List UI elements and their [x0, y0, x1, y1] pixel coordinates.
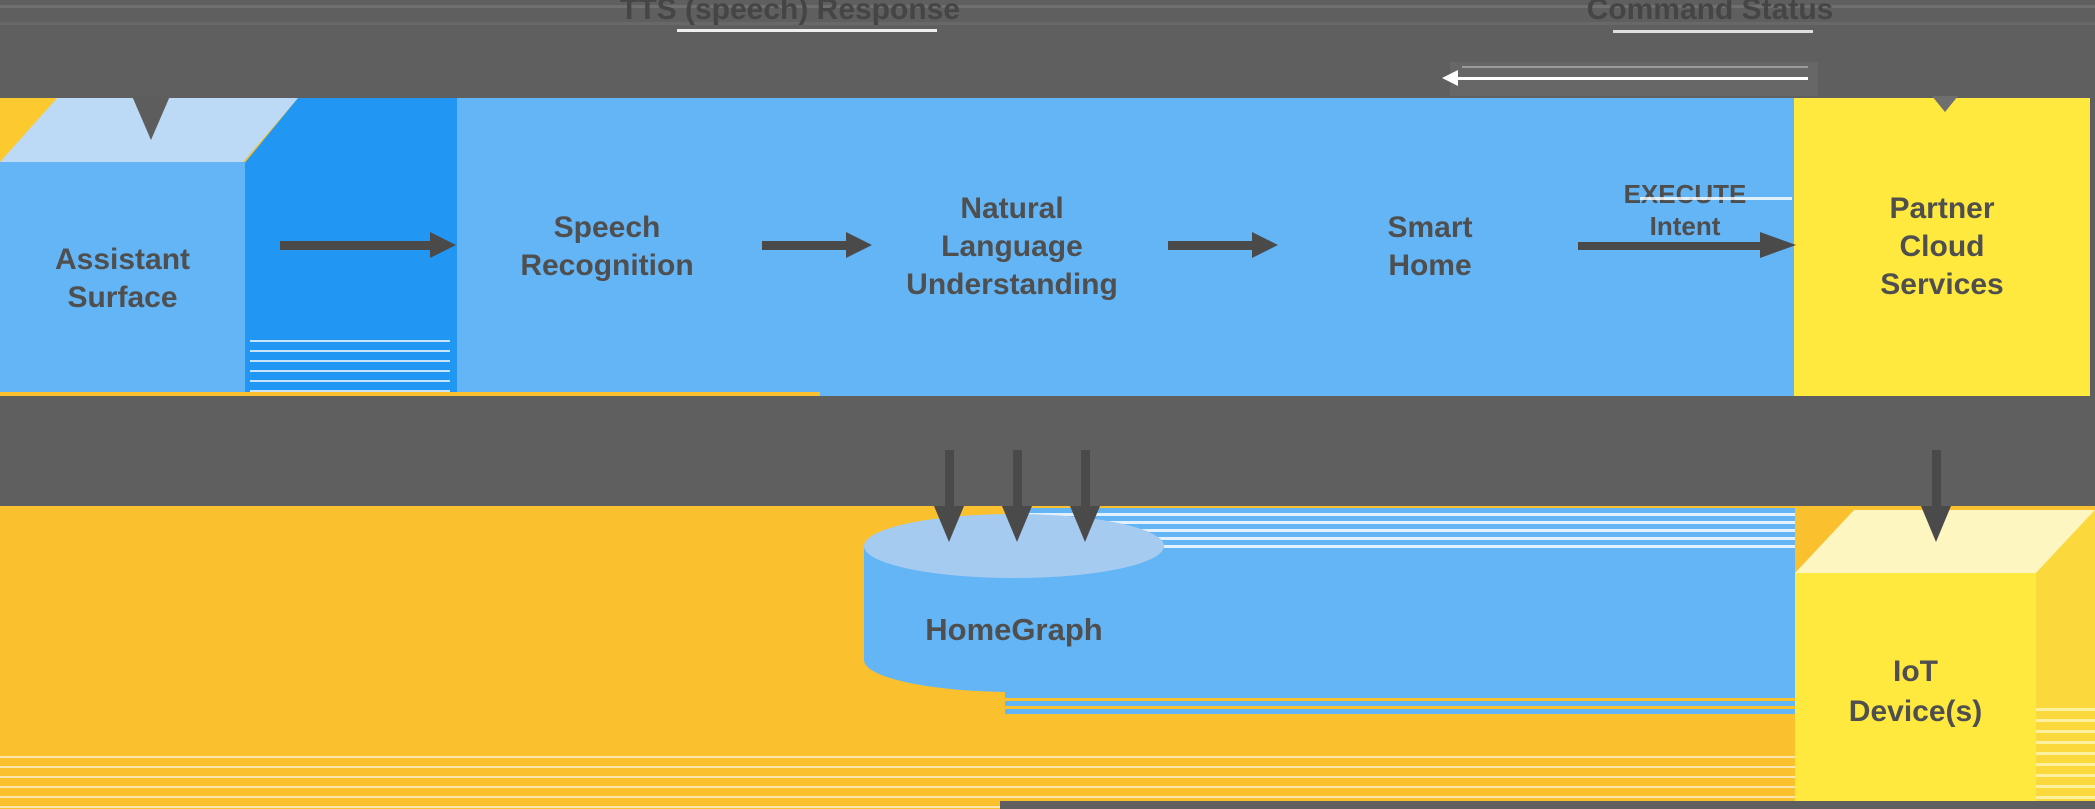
top-gray-band — [0, 0, 2095, 98]
bottom-gray-strip — [1000, 801, 2095, 809]
write-arrow-to-homegraph — [1013, 450, 1022, 508]
down-arrow-icon — [934, 506, 964, 542]
animation-stripes-artifact — [250, 332, 450, 392]
iot-devices-label: IoT Device(s) — [1848, 655, 1983, 728]
down-arrow-icon — [132, 96, 170, 140]
tts-label-underline — [677, 29, 937, 32]
return-flow-line — [1458, 77, 1808, 80]
flow-arrow-assistant-to-speech — [280, 241, 430, 250]
execute-label-artifact-line — [1640, 197, 1792, 200]
flow-arrow-speech-to-nlu — [762, 241, 846, 250]
flow-arrow-smarthome-to-partner — [1578, 242, 1760, 250]
smart-home-label: Smart Home — [1387, 211, 1473, 282]
write-arrow-to-homegraph — [1081, 450, 1090, 508]
assistant-surface-label: Assistant Surface — [54, 243, 191, 314]
execute-intent-label: EXECUTE Intent — [1623, 179, 1747, 241]
tts-speech-response-label: TTS (speech) Response — [619, 0, 961, 26]
write-arrow-to-homegraph — [945, 450, 954, 508]
speech-recognition-label: Speech Recognition — [520, 211, 694, 282]
animation-stripes-artifact — [1005, 693, 1795, 715]
right-arrow-icon — [1760, 232, 1796, 258]
row-bottom-yellow-line — [0, 392, 820, 396]
command-arrow-to-iot-device — [1932, 450, 1941, 508]
partner-cloud-services-box — [1794, 98, 2090, 396]
down-arrow-icon — [1002, 506, 1032, 542]
right-arrow-icon — [846, 232, 872, 258]
google-pipeline-rect — [457, 98, 1794, 396]
animation-stripes-artifact — [2036, 700, 2095, 801]
homegraph-label: HomeGraph — [925, 612, 1103, 647]
assistant-surface-box — [0, 162, 245, 396]
right-arrow-icon — [430, 232, 456, 258]
flow-arrow-nlu-to-smarthome — [1168, 241, 1252, 250]
right-edge-gray-sliver — [2090, 98, 2095, 396]
return-flow-line-faint — [1462, 66, 1808, 68]
right-arrow-icon — [1252, 232, 1278, 258]
partner-cloud-services-label: Partner Cloud Services — [1880, 192, 2004, 301]
animation-stripes-artifact — [0, 748, 1795, 809]
command-label-underline — [1613, 30, 1813, 33]
command-status-label: Command Status — [1586, 0, 1834, 26]
natural-language-understanding-label: Natural Language Understanding — [906, 192, 1118, 301]
top-band-artifact-line — [0, 22, 2095, 25]
top-band-artifact-line — [0, 5, 2095, 8]
down-arrow-icon — [1932, 96, 1958, 112]
down-arrow-icon — [1070, 506, 1100, 542]
iot-device-box — [1795, 573, 2036, 801]
down-arrow-icon — [1921, 506, 1951, 542]
middle-gray-band — [0, 396, 2095, 506]
left-arrow-icon — [1442, 70, 1458, 86]
